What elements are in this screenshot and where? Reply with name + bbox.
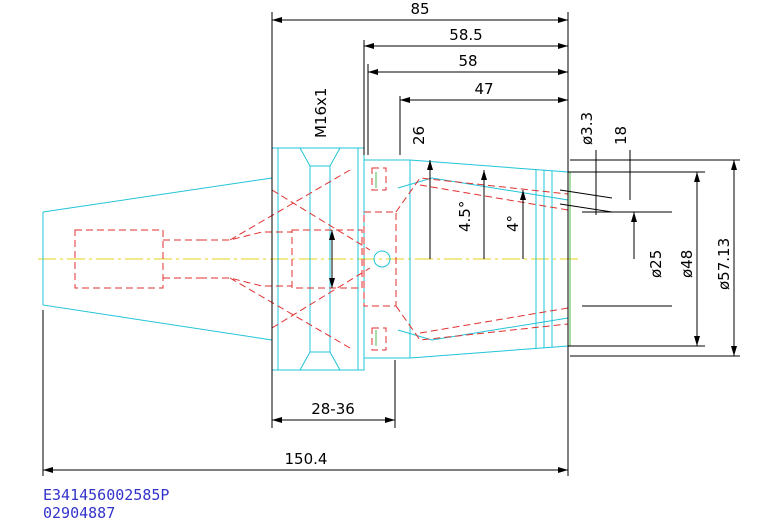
- dim-47: 47: [474, 80, 493, 98]
- dim-18: 18: [612, 126, 630, 145]
- part-number: E341456002585P: [43, 486, 169, 504]
- dim-dia-48: ø48: [678, 250, 696, 278]
- dim-58-5: 58.5: [449, 26, 482, 44]
- green-accents: [375, 172, 571, 346]
- dim-dia-25: ø25: [647, 250, 665, 278]
- dim-150-4: 150.4: [285, 450, 328, 468]
- dim-58: 58: [458, 52, 477, 70]
- hidden-lines: [74, 167, 569, 351]
- serial-number: 02904887: [43, 504, 115, 522]
- dim-26: 26: [410, 126, 428, 145]
- dimension-lines: [42, 12, 740, 476]
- dim-dia-57-13: ø57.13: [715, 238, 733, 290]
- dim-angle-4: 4°: [504, 215, 522, 232]
- dim-range-28-36: 28-36: [311, 400, 355, 418]
- dim-dia-3-3: ø3.3: [578, 112, 596, 145]
- dim-85: 85: [410, 0, 429, 18]
- dim-angle-4-5: 4.5°: [456, 201, 474, 232]
- dim-thread-m16: M16x1: [312, 88, 330, 138]
